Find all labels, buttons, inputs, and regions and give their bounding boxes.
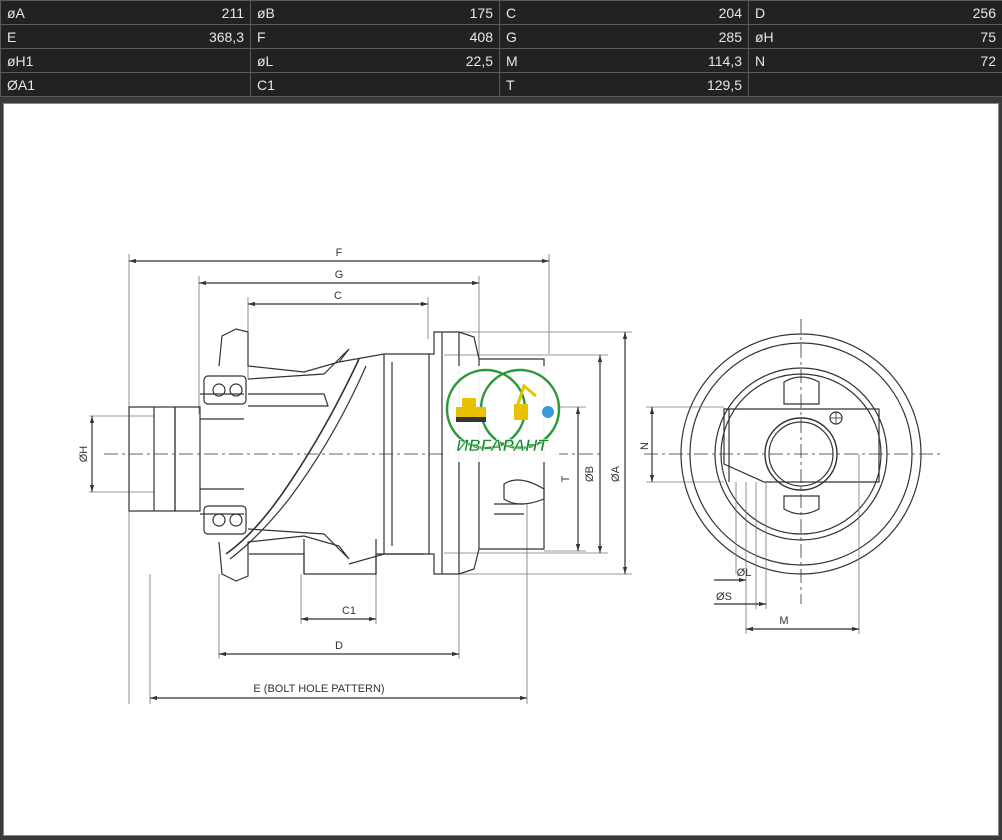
spec-value: 285 <box>719 29 742 45</box>
dim-a-label: ØA <box>610 465 622 482</box>
spec-cell: F 408 <box>251 25 500 49</box>
side-view-labels: F G C C1 D E (BOLT HOLE PATTERN) ØH T ØB… <box>78 247 622 695</box>
dim-b-label: ØB <box>584 466 596 482</box>
spec-value: 75 <box>980 29 996 45</box>
spec-label: G <box>506 29 517 45</box>
spec-cell: N 72 <box>749 49 1002 73</box>
spec-cell: øH 75 <box>749 25 1002 49</box>
front-view <box>644 319 944 634</box>
dim-f-label: F <box>336 247 343 259</box>
company-logo: ИВГАРАНТ <box>447 366 559 462</box>
spec-row: øA 211 øB 175 C 204 D 256 <box>1 1 1002 25</box>
spec-cell: T 129,5 <box>500 73 749 97</box>
spec-label: øB <box>257 5 275 21</box>
dim-l-label: ØL <box>737 567 752 579</box>
spec-cell: ØA1 <box>1 73 251 97</box>
spec-value: 129,5 <box>707 77 742 93</box>
dim-c1-label: C1 <box>342 605 356 617</box>
spec-cell: G 285 <box>500 25 749 49</box>
dim-s-label: ØS <box>716 591 732 603</box>
spec-cell: M 114,3 <box>500 49 749 73</box>
spec-value: 175 <box>470 5 493 21</box>
dim-m-label: M <box>779 615 788 627</box>
spec-value: 204 <box>719 5 742 21</box>
spec-value: 368,3 <box>209 29 244 45</box>
spec-row: E 368,3 F 408 G 285 øH 75 <box>1 25 1002 49</box>
spec-row: øH1 øL 22,5 M 114,3 N 72 <box>1 49 1002 73</box>
spec-cell: E 368,3 <box>1 25 251 49</box>
spec-cell: C1 <box>251 73 500 97</box>
spec-label: ØA1 <box>7 77 35 93</box>
dim-c-label: C <box>334 290 342 302</box>
spec-cell: øA 211 <box>1 1 251 25</box>
logo-text: ИВГАРАНТ <box>456 436 549 455</box>
dim-d-label: D <box>335 640 343 652</box>
side-view <box>89 254 632 704</box>
drawing-svg: F G C C1 D E (BOLT HOLE PATTERN) ØH T ØB… <box>4 104 998 835</box>
spec-label: C <box>506 5 516 21</box>
technical-drawing: F G C C1 D E (BOLT HOLE PATTERN) ØH T ØB… <box>3 103 999 836</box>
spec-cell <box>749 73 1002 97</box>
spec-value: 22,5 <box>466 53 493 69</box>
spec-cell: øH1 <box>1 49 251 73</box>
spec-row: ØA1 C1 T 129,5 <box>1 73 1002 97</box>
spec-label: C1 <box>257 77 275 93</box>
spec-value: 408 <box>470 29 493 45</box>
spec-label: F <box>257 29 266 45</box>
spec-value: 114,3 <box>708 53 742 69</box>
dim-n-label: N <box>639 442 651 450</box>
spec-label: T <box>506 77 515 93</box>
spec-cell: øB 175 <box>251 1 500 25</box>
spec-label: D <box>755 5 765 21</box>
spec-label: M <box>506 53 518 69</box>
dim-e-label: E (BOLT HOLE PATTERN) <box>253 683 384 695</box>
spec-value: 211 <box>222 5 244 21</box>
spec-label: øL <box>257 53 273 69</box>
spec-value: 256 <box>973 5 996 21</box>
spec-cell: øL 22,5 <box>251 49 500 73</box>
spec-value: 72 <box>980 53 996 69</box>
spec-label: øH <box>755 29 774 45</box>
spec-label: øH1 <box>7 53 33 69</box>
spec-label: E <box>7 29 16 45</box>
spec-label: N <box>755 53 765 69</box>
dim-g-label: G <box>335 269 344 281</box>
dim-h-label: ØH <box>78 446 90 463</box>
spec-cell: C 204 <box>500 1 749 25</box>
dim-t-label: T <box>560 475 572 482</box>
spec-label: øA <box>7 5 25 21</box>
spec-cell: D 256 <box>749 1 1002 25</box>
